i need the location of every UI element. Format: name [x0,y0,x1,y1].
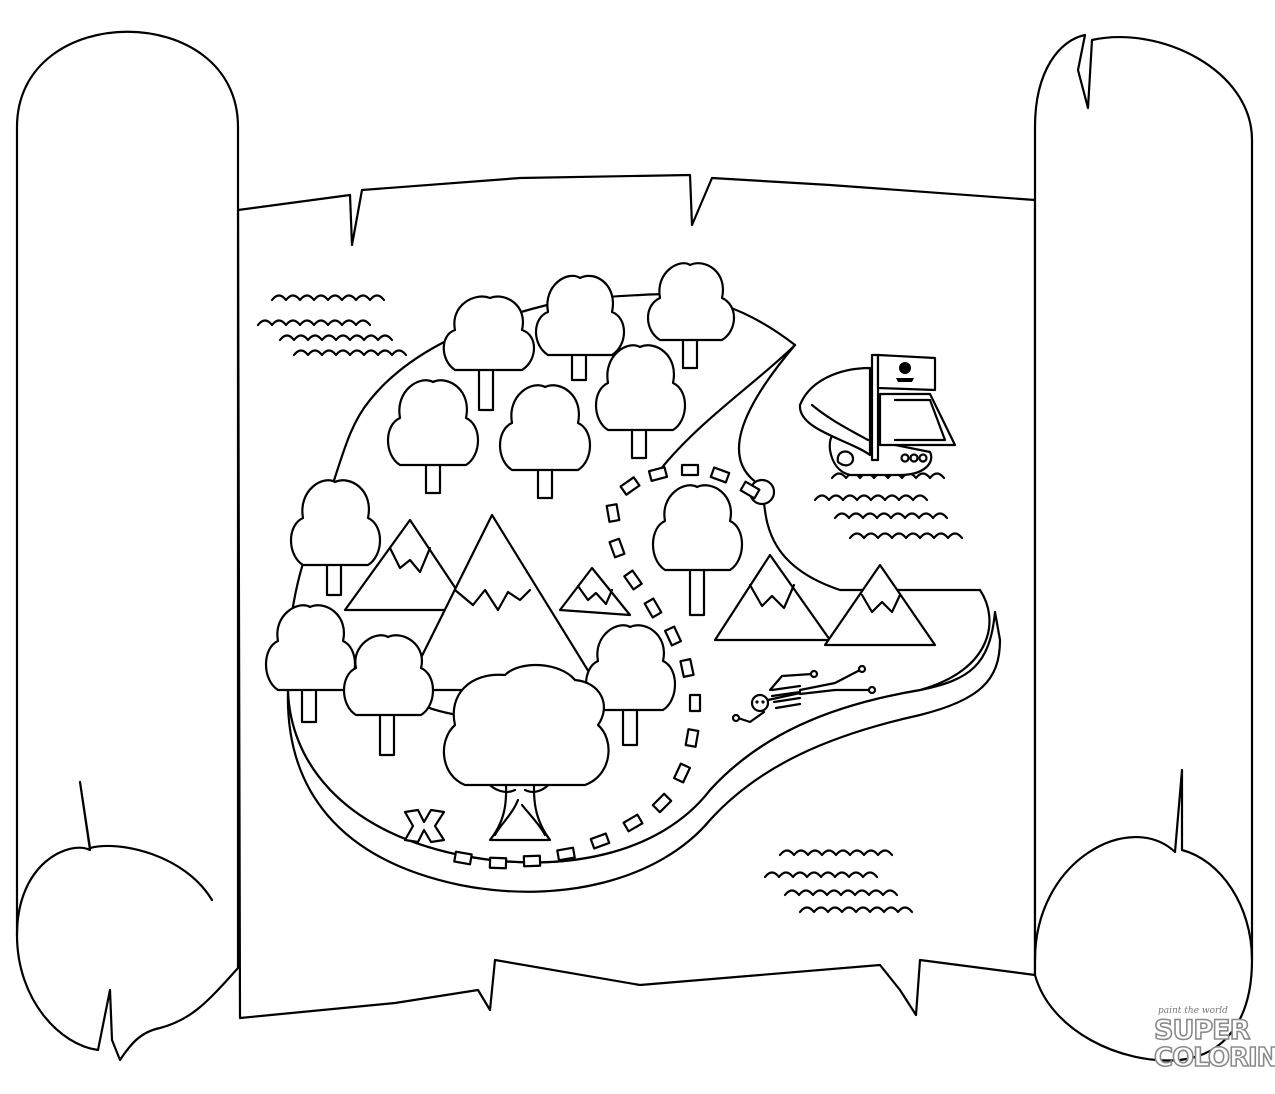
ship-figurehead [836,450,855,467]
tree-8 [652,484,743,617]
trees [265,262,743,842]
super-coloring-watermark: paint the world SUPER COLORING [1150,1006,1275,1084]
big-tree-canopy [442,663,610,787]
watermark-line1: SUPER [1153,1015,1251,1046]
ship-mast [870,353,880,462]
island-cove-line [658,343,797,472]
tree-7 [290,479,381,597]
right-roll-curl [1033,768,1254,962]
skeleton-skull [750,693,770,713]
water-waves-top-left [256,294,408,357]
mountain-left [343,518,472,612]
tree-top-1 [442,295,536,412]
ship-front-sail [798,366,872,457]
tree-top-3 [646,262,736,370]
x-mark-treasure [403,808,446,844]
tree-6 [595,344,686,460]
pirate-ship [798,353,957,477]
watermark-line2: COLORING [1153,1043,1275,1073]
water-waves-bottom-right [763,849,914,914]
tree-11 [585,624,676,747]
tree-9 [265,604,356,724]
tree-5 [499,384,591,500]
skull-flag-icon [899,362,911,374]
left-roll-curl [15,780,214,937]
skeleton [731,664,877,724]
water-waves-under-ship [813,472,964,540]
big-tree [442,663,610,842]
dashed-trail [453,463,776,870]
watermark-tagline: paint the world [1158,1006,1228,1016]
left-scroll-roll [15,30,240,1062]
tree-top-2 [534,274,626,382]
ship-mid-sail [878,392,957,447]
tree-10 [343,634,434,757]
tree-4 [387,379,479,495]
right-scroll-roll [1033,33,1254,1062]
